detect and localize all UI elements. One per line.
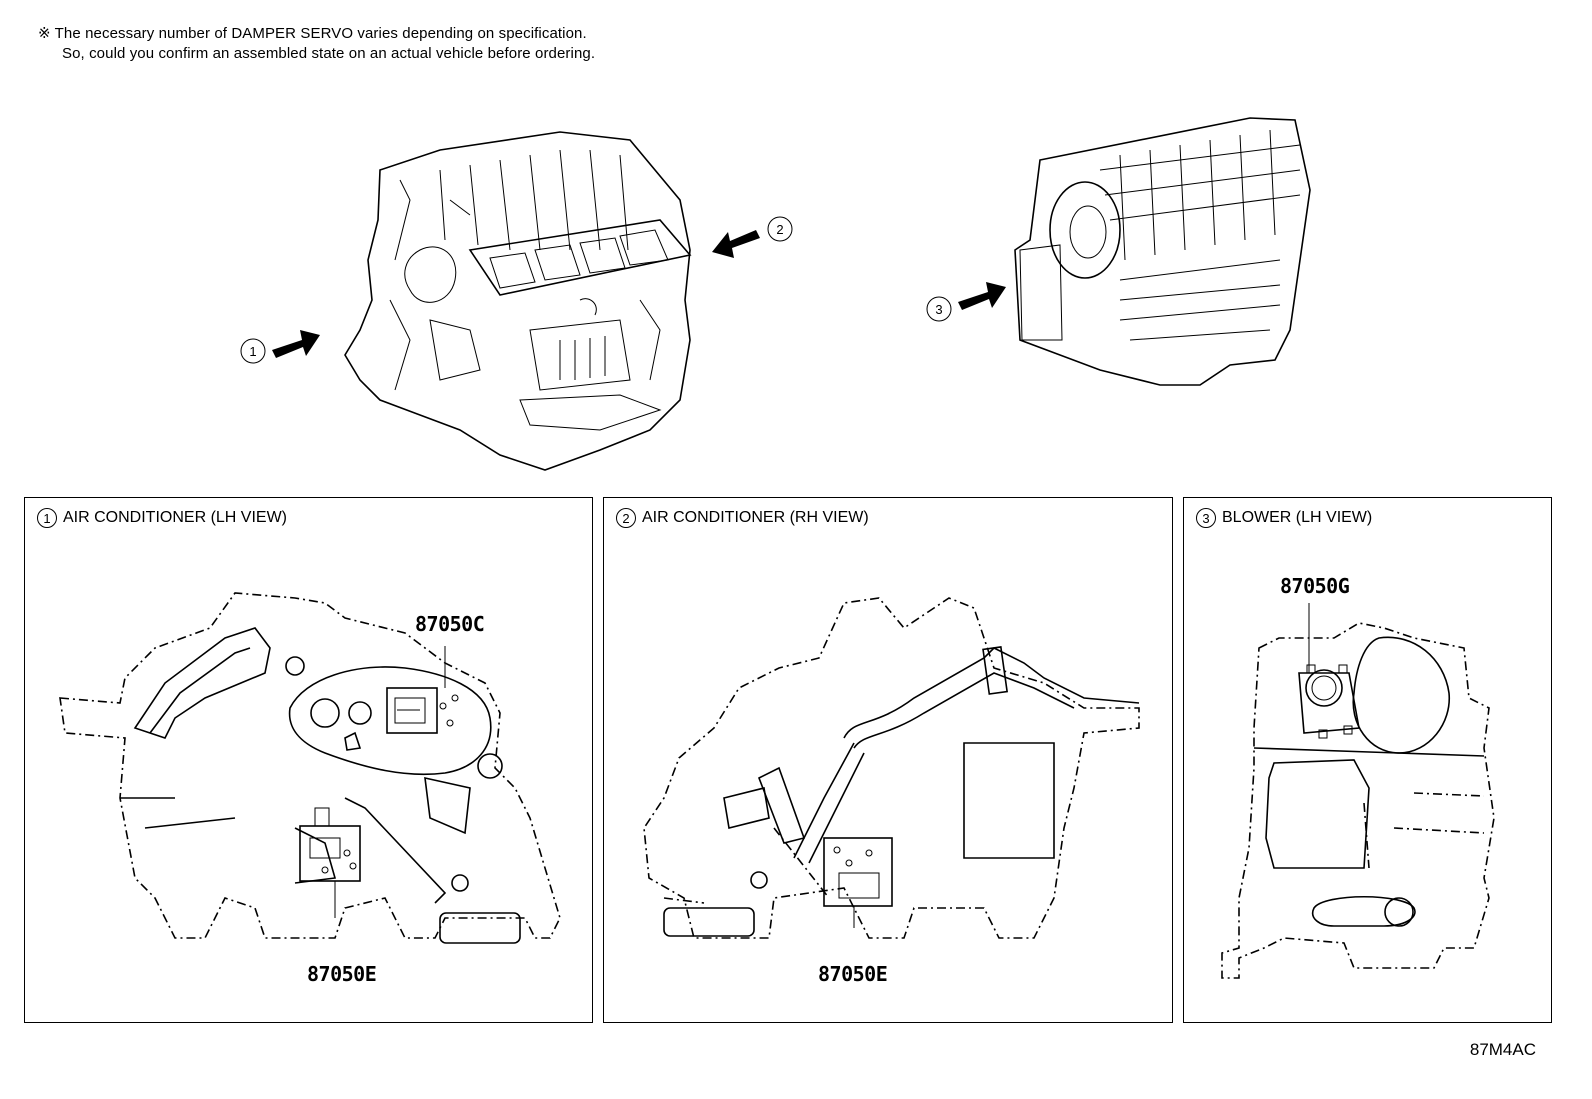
part-label-87050g: 87050G <box>1280 574 1350 598</box>
panel-title: 1 AIR CONDITIONER (LH VIEW) <box>37 508 287 528</box>
part-label-87050e: 87050E <box>818 962 888 986</box>
view-number-badge: 1 <box>37 508 57 528</box>
blower-unit-illustration <box>1014 117 1311 386</box>
note-line-2: So, could you confirm an assembled state… <box>62 45 596 62</box>
view-number-badge: 3 <box>1196 508 1216 528</box>
view-title: AIR CONDITIONER (LH VIEW) <box>63 509 288 526</box>
specification-note: ※ The necessary number of DAMPER SERVO v… <box>38 24 595 64</box>
figure-code: 87M4AC <box>1469 1040 1536 1059</box>
view-number-badge: 2 <box>616 508 636 528</box>
view-2-arrow <box>712 230 760 258</box>
view-3-arrow <box>958 282 1006 310</box>
panel-title: 3 BLOWER (LH VIEW) <box>1196 508 1372 528</box>
part-label-87050c: 87050C <box>415 612 485 636</box>
callout-3 <box>926 296 952 322</box>
note-line-1: ※ The necessary number of DAMPER SERVO v… <box>38 25 587 42</box>
view-panel-blower-lh: 3 BLOWER (LH VIEW) 87050G <box>1183 497 1552 1023</box>
lh-view-drawing <box>59 592 561 944</box>
callout-2 <box>767 216 793 242</box>
svg-text:3: 3 <box>935 302 942 317</box>
view-title: BLOWER (LH VIEW) <box>1222 509 1373 526</box>
part-label-87050e: 87050E <box>307 962 377 986</box>
rh-view-drawing <box>643 597 1140 939</box>
view-panel-air-conditioner-rh: 2 AIR CONDITIONER (RH VIEW) 87050E <box>603 497 1173 1023</box>
view-panel-air-conditioner-lh: 1 AIR CONDITIONER (LH VIEW) 87050C 87050… <box>24 497 593 1023</box>
view-1-arrow <box>272 330 320 358</box>
panel-title: 2 AIR CONDITIONER (RH VIEW) <box>616 508 869 528</box>
view-title: AIR CONDITIONER (RH VIEW) <box>642 509 869 526</box>
svg-text:2: 2 <box>776 222 783 237</box>
blower-view-drawing <box>1221 603 1495 979</box>
svg-text:1: 1 <box>249 344 256 359</box>
air-conditioner-unit-illustration <box>344 131 692 471</box>
callout-1 <box>240 338 266 364</box>
